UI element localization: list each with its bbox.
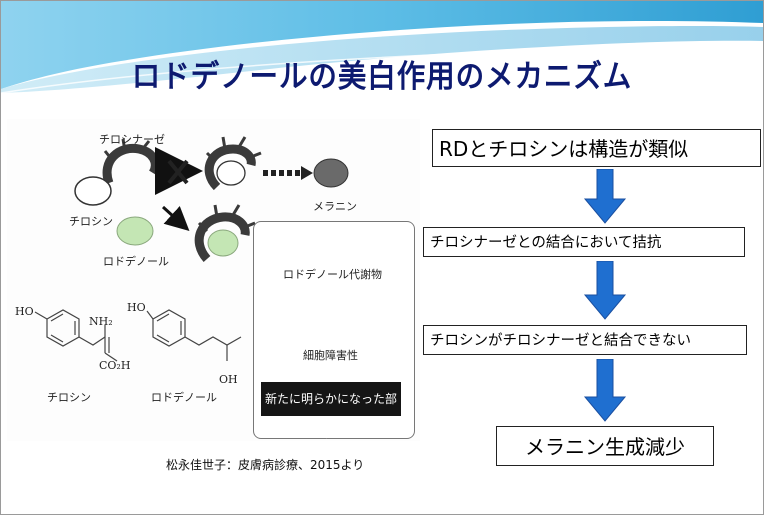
tyrosine-ho: HO xyxy=(15,305,34,318)
rhododenol-label: ロドデノール xyxy=(103,255,169,268)
flow-arrow-3 xyxy=(583,359,627,422)
tyrosinase-label: チロシナーゼ xyxy=(99,133,165,146)
flow-step-2: チロシナーゼとの結合において拮抗 xyxy=(423,227,745,257)
tyrosine-co2h: CO₂H xyxy=(99,359,131,372)
title-banner xyxy=(1,1,763,93)
rhododenol-molecule-icon xyxy=(116,216,154,246)
flow-arrow-2 xyxy=(583,261,627,320)
citation: 松永佳世子：皮膚病診療、2015より xyxy=(166,458,365,472)
tyrosine-molecule-icon xyxy=(74,176,112,206)
blocked-arrow-icon xyxy=(155,147,203,195)
tyrosine-nh2: NH₂ xyxy=(89,315,113,328)
metabolite-label: ロドデノール代謝物 xyxy=(283,268,382,281)
newly-found-badge: 新たに明らかになった部分 xyxy=(261,382,401,440)
rhododenol-structure-name: ロドデノール xyxy=(151,391,217,404)
cytotoxicity-label: 細胞障害性 xyxy=(303,349,358,362)
dashed-arrow-to-melanin xyxy=(263,166,313,180)
melanin-icon xyxy=(313,158,349,188)
slide-title: ロドデノールの美白作用のメカニズム xyxy=(131,59,633,95)
tyrosinase-tyrosine-complex-icon xyxy=(204,136,262,191)
rhododenol-structure xyxy=(146,309,242,361)
rhododenol-ho: HO xyxy=(127,301,146,314)
flow-step-4: メラニン生成減少 xyxy=(496,426,714,466)
melanin-label: メラニン xyxy=(313,200,357,213)
rhododenol-oh: OH xyxy=(219,373,238,386)
flow-step-1: RDとチロシンは構造が類似 xyxy=(432,129,761,167)
flow-arrow-1 xyxy=(583,169,627,224)
flow-step-3: チロシンがチロシナーゼと結合できない xyxy=(423,325,747,355)
tyrosinase-rhododenol-complex-icon xyxy=(194,204,256,262)
tyrosine-structure-name: チロシン xyxy=(47,391,91,404)
tyrosine-label: チロシン xyxy=(69,215,113,228)
tyrosine-structure xyxy=(34,309,118,362)
binding-arrow xyxy=(161,205,190,232)
